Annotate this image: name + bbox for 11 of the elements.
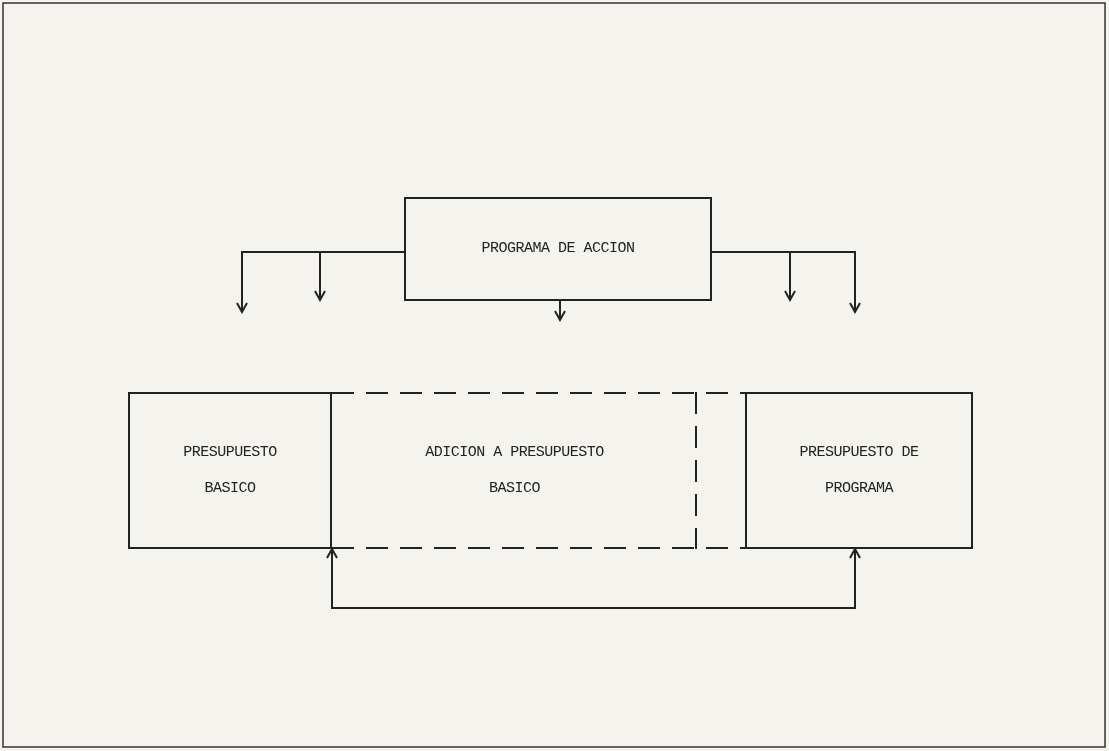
budget-box [745, 392, 973, 549]
box-label: ADICION A PRESUPUESTO BASICO [424, 442, 605, 499]
process-box [404, 197, 712, 301]
box-label: PRESUPUESTO BASICO [182, 442, 278, 499]
arrow [314, 251, 405, 301]
box-label: PRESUPUESTO DE PROGRAMA [798, 442, 920, 499]
arrow [711, 251, 861, 313]
arrow [554, 300, 566, 321]
budget-box [128, 392, 332, 549]
arrow [326, 548, 861, 609]
box-label: PROGRAMA DE ACCION [481, 239, 635, 259]
